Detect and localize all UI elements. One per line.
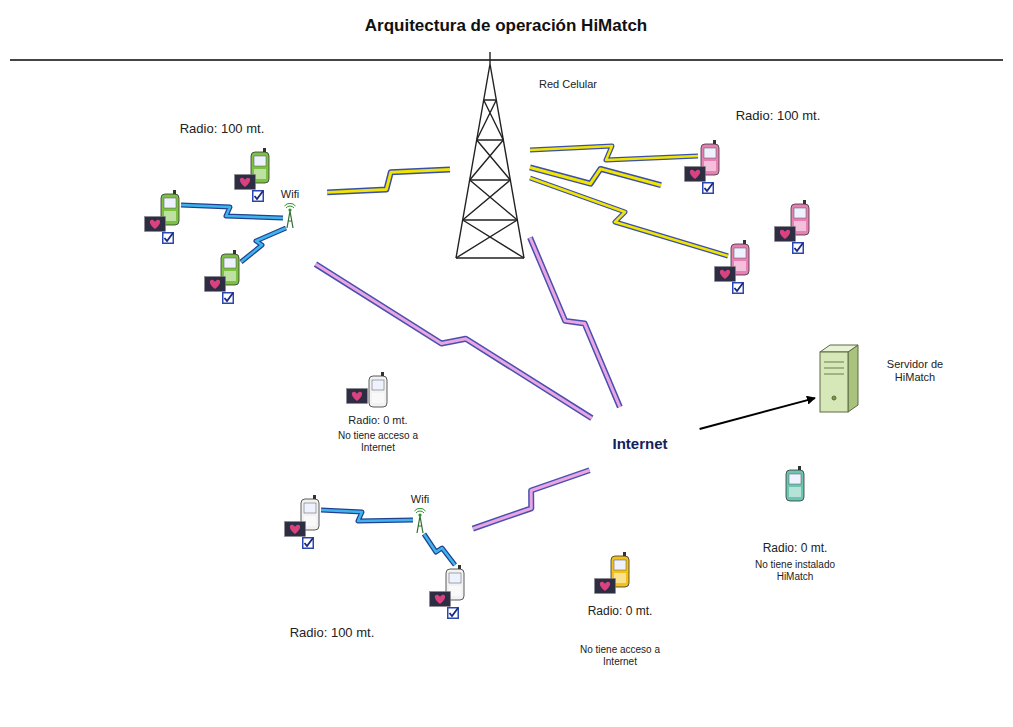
network-link (327, 169, 450, 192)
link-core (473, 470, 590, 528)
circle-outline (255, 465, 485, 695)
wifi-label: Wifi (281, 188, 299, 201)
link-outline (530, 237, 620, 407)
phone-no-internet (347, 372, 388, 407)
server-node: Servidor de HiMatch (815, 340, 965, 416)
wifi-antenna (415, 508, 426, 533)
internet-cloud: Internet (575, 405, 705, 485)
diagram-title: Arquitectura de operación HiMatch (365, 16, 647, 36)
node-note: No tiene acceso a Internet (330, 430, 426, 454)
phone-no-app (786, 466, 804, 501)
circle-outline (570, 540, 670, 640)
offline-zone: Radio: 0 mt.No tiene acceso a Internet (570, 540, 670, 640)
arrow-line (700, 398, 815, 429)
data-arrow (700, 398, 815, 429)
server-icon (820, 345, 858, 412)
coverage-zone: Radio: 100 mt. (115, 105, 329, 319)
node-label: Radio: 0 mt. (763, 541, 828, 555)
phones-blue-zone (285, 495, 465, 618)
title-rule (10, 59, 1003, 61)
network-link (473, 470, 590, 528)
link-outline (327, 169, 450, 192)
node-label: Radio: 0 mt. (588, 604, 653, 618)
circle-outline (750, 445, 840, 535)
network-link (530, 237, 620, 407)
phones-orange-zone (145, 148, 270, 303)
node-note: No tiene instalado HiMatch (740, 559, 850, 583)
phone-no-internet (595, 552, 630, 594)
link-core (327, 169, 450, 192)
node-label: Internet (612, 435, 667, 453)
cellular-link (530, 146, 728, 256)
node-label: Radio: 0 mt. (348, 414, 407, 427)
offline-zone: Radio: 0 mt.No tiene instalado HiMatch (750, 445, 840, 535)
offline-zone: Radio: 0 mt. No tiene acceso a Internet (318, 360, 438, 480)
wifi-link (181, 205, 455, 565)
link-core (530, 237, 620, 407)
circle-outline (115, 105, 329, 319)
node-label: Red Celular (539, 78, 597, 91)
coverage-zone: Radio: 100 mt. (660, 90, 880, 310)
node-label: Servidor de HiMatch (873, 358, 957, 384)
link-outline (473, 470, 590, 528)
wifi-antenna (285, 203, 296, 228)
cell-tower-node: Red Celular (450, 62, 530, 262)
node-label: Radio: 100 mt. (290, 625, 375, 641)
wifi-label: Wifi (411, 493, 429, 506)
node-note: No tiene acceso a Internet (572, 644, 668, 668)
node-label: Radio: 100 mt. (180, 121, 265, 137)
phones-green-zone (685, 140, 810, 293)
coverage-zone: Radio: 100 mt. (255, 465, 485, 695)
cell-tower (456, 52, 524, 258)
node-label: Radio: 100 mt. (736, 108, 821, 124)
